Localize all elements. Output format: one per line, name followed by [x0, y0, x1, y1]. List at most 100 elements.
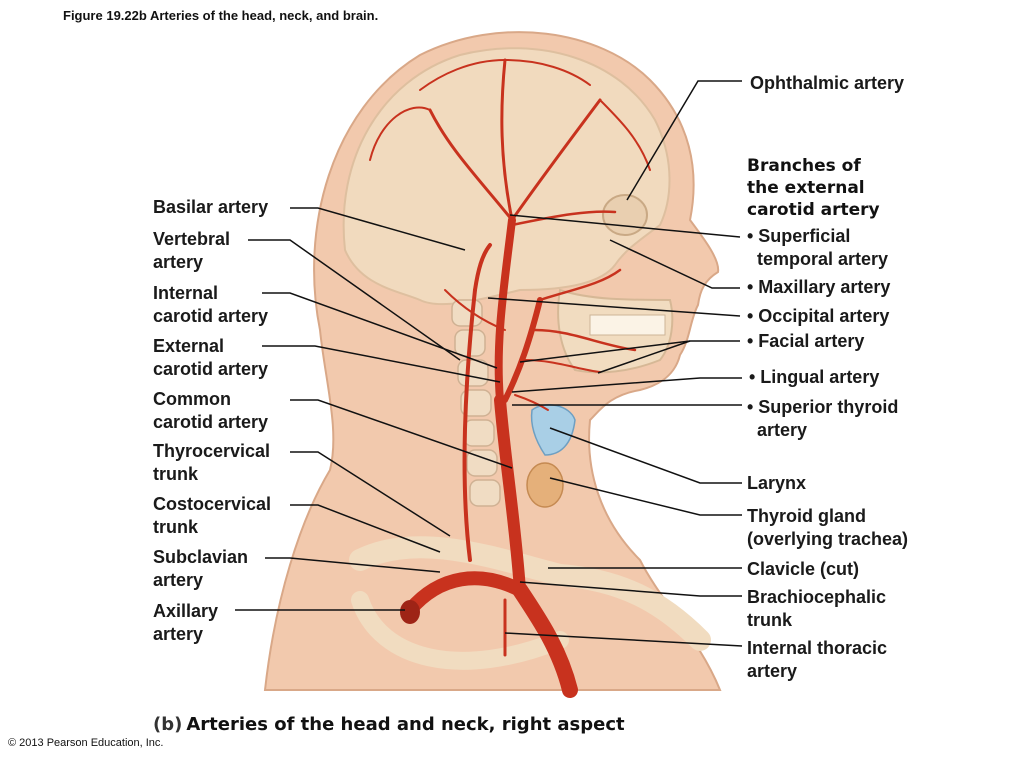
label-line: Subclavian — [153, 547, 249, 567]
cerebral-branch-1 — [428, 108, 514, 222]
label-line: Common — [153, 389, 231, 409]
leader-lingual — [511, 377, 742, 393]
label-line: artery — [747, 661, 798, 681]
label-occipital-artery: • Occipital artery — [747, 305, 889, 328]
label-line: • Superior thyroid — [747, 397, 899, 417]
subclavian-cut-end — [400, 600, 420, 624]
caption-text: Arteries of the head and neck, right asp… — [186, 714, 625, 735]
leader-basilar — [290, 207, 466, 251]
label-line: • Facial artery — [747, 331, 865, 351]
vertebral-vessel — [462, 288, 477, 562]
label-line: Thyrocervical — [153, 441, 271, 461]
cerebral-branch-7 — [504, 59, 591, 86]
leader-superficial-temporal — [509, 214, 741, 238]
label-facial-artery: • Facial artery — [747, 330, 864, 353]
leader-common-carotid — [290, 399, 513, 469]
internal-carotid-vessel — [494, 216, 516, 404]
label-line: artery — [153, 624, 204, 644]
cerebral-branch-6 — [419, 59, 506, 91]
figure-title: Figure 19.22b Arteries of the head, neck… — [63, 8, 379, 23]
superior-thyroid-vessel — [514, 394, 549, 411]
heading-line: Branches of — [747, 156, 861, 176]
label-line: • Maxillary artery — [747, 277, 891, 297]
cervical-vertebrae — [451, 299, 501, 507]
leader-lines-right — [487, 80, 743, 647]
label-subclavian-artery: Subclavian artery — [153, 546, 248, 592]
label-line: (overlying trachea) — [747, 529, 909, 549]
label-line: trunk — [747, 610, 792, 630]
leader-subclavian — [265, 557, 441, 573]
label-line: artery — [153, 252, 204, 272]
label-line: Ophthalmic artery — [750, 73, 905, 93]
facial-vessel — [533, 328, 637, 352]
label-clavicle: Clavicle (cut) — [747, 558, 859, 581]
leader-occipital — [487, 297, 741, 317]
caption-part-letter: (b) — [153, 714, 183, 735]
label-line: Larynx — [747, 473, 807, 493]
leader-internal-carotid — [262, 292, 498, 369]
cerebral-branch-4 — [369, 106, 431, 161]
label-line: temporal artery — [747, 249, 889, 269]
label-maxillary-artery: • Maxillary artery — [747, 276, 890, 299]
label-line: artery — [153, 570, 204, 590]
label-line: Vertebral — [153, 229, 231, 249]
leader-internal-thoracic — [504, 632, 743, 647]
label-line: • Superficial — [747, 226, 851, 246]
leader-costocervical — [290, 504, 441, 553]
leader-external-carotid — [262, 345, 501, 383]
label-superficial-temporal-artery: • Superficial temporal artery — [747, 225, 888, 271]
cerebral-branch-5 — [599, 99, 651, 171]
leader-thyroid-gland — [549, 477, 742, 516]
label-costocervical-trunk: Costocervical trunk — [153, 493, 271, 539]
label-common-carotid-artery: Common carotid artery — [153, 388, 268, 434]
copyright-notice: © 2013 Pearson Education, Inc. — [8, 737, 164, 749]
rib — [351, 591, 569, 670]
label-larynx: Larynx — [747, 472, 806, 495]
label-thyroid-gland: Thyroid gland (overlying trachea) — [747, 505, 908, 551]
leader-thyrocervical — [290, 451, 451, 537]
heading-line: carotid artery — [747, 200, 880, 220]
label-line: trunk — [153, 517, 198, 537]
label-line: • Lingual artery — [749, 367, 880, 387]
cerebral-branch-2 — [510, 98, 602, 222]
label-external-carotid-artery: External carotid artery — [153, 335, 268, 381]
cerebral-branch-3 — [500, 58, 514, 222]
teeth — [589, 314, 666, 336]
leader-maxillary — [609, 239, 740, 289]
label-line: Clavicle (cut) — [747, 559, 860, 579]
common-carotid-vessel — [494, 394, 526, 596]
arteries — [369, 58, 651, 698]
label-line: carotid artery — [153, 306, 269, 326]
label-superior-thyroid-artery: • Superior thyroid artery — [747, 396, 898, 442]
label-ophthalmic-artery: Ophthalmic artery — [750, 72, 904, 95]
leader-larynx — [549, 427, 742, 484]
label-line: carotid artery — [153, 412, 269, 432]
label-line: Costocervical — [153, 494, 272, 514]
heading-line: the external — [747, 178, 865, 198]
label-line: Brachiocephalic — [747, 587, 887, 607]
label-line: Basilar artery — [153, 197, 269, 217]
maxillary-vessel — [538, 268, 622, 302]
label-brachiocephalic-trunk: Brachiocephalic trunk — [747, 586, 886, 632]
figure-caption: (b)Arteries of the head and neck, right … — [153, 714, 625, 735]
leader-ophthalmic — [626, 80, 742, 201]
thyroid-gland — [526, 462, 564, 508]
leader-lines-left — [235, 207, 513, 611]
label-line: carotid artery — [153, 359, 269, 379]
label-line: External — [153, 336, 225, 356]
label-line: Thyroid gland — [747, 506, 866, 526]
label-line: • Occipital artery — [747, 306, 890, 326]
label-line: artery — [747, 420, 808, 440]
subclavian-vessel — [403, 571, 527, 617]
clavicle — [349, 536, 711, 651]
brachiocephalic-vessel — [512, 582, 578, 698]
basilar-vessel — [473, 243, 492, 292]
label-basilar-artery: Basilar artery — [153, 196, 268, 219]
label-lingual-artery: • Lingual artery — [749, 366, 879, 389]
occipital-vessel — [444, 289, 506, 331]
branches-heading: Branches of the external carotid artery — [747, 155, 880, 221]
